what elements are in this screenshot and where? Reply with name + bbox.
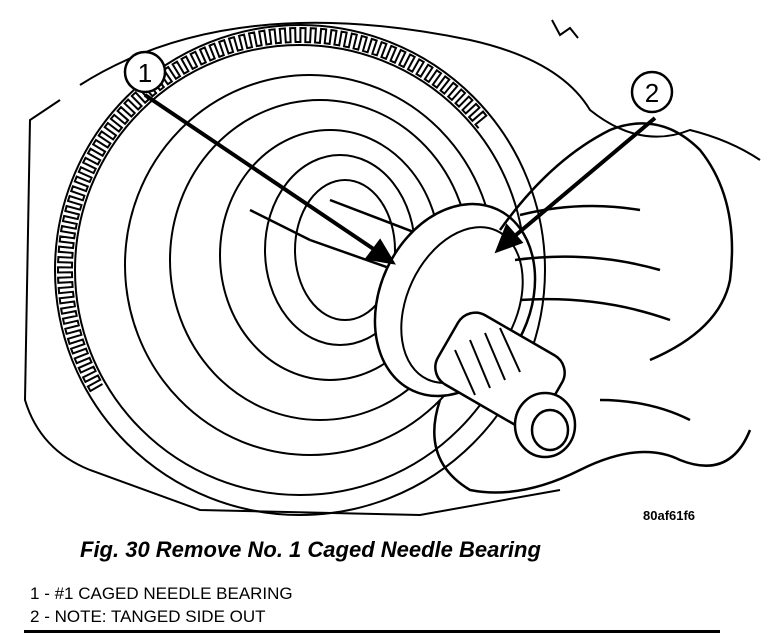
legend: 1 - #1 CAGED NEEDLE BEARING 2 - NOTE: TA… bbox=[30, 582, 293, 628]
callout-2 bbox=[630, 70, 674, 114]
bearing-removal-illustration: 1 2 bbox=[23, 19, 761, 517]
image-code: 80af61f6 bbox=[643, 508, 696, 523]
splined-shaft-end bbox=[434, 311, 577, 459]
legend-item: 2 - NOTE: TANGED SIDE OUT bbox=[30, 605, 293, 628]
legend-text: #1 CAGED NEEDLE BEARING bbox=[54, 584, 293, 603]
legend-text: NOTE: TANGED SIDE OUT bbox=[54, 607, 266, 626]
artist-mark bbox=[551, 19, 579, 39]
callout-1-number: 1 bbox=[138, 58, 152, 88]
legend-separator: - bbox=[39, 607, 55, 626]
figure-caption: Fig. 30 Remove No. 1 Caged Needle Bearin… bbox=[80, 537, 541, 562]
tone-wheel-teeth bbox=[57, 26, 488, 393]
callout-1 bbox=[123, 50, 167, 94]
legend-separator: - bbox=[39, 584, 55, 603]
legend-item: 1 - #1 CAGED NEEDLE BEARING bbox=[30, 582, 293, 605]
legend-number: 1 bbox=[30, 584, 40, 603]
legend-number: 2 bbox=[30, 607, 40, 626]
callout-2-number: 2 bbox=[645, 78, 659, 108]
hands bbox=[433, 122, 752, 494]
bottom-rule bbox=[24, 630, 720, 633]
